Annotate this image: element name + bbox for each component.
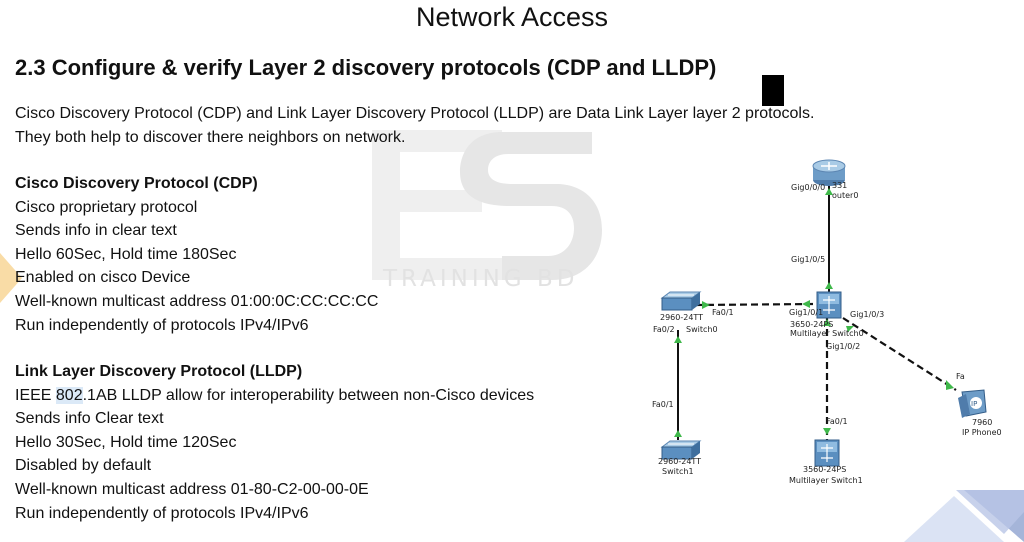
cdp-line: Run independently of protocols IPv4/IPv6 bbox=[15, 316, 309, 334]
multilayer-switch-icon bbox=[814, 439, 840, 467]
ms0-name-label: Multilayer Switch0 bbox=[790, 329, 864, 338]
sw1-name-label: Switch1 bbox=[662, 467, 694, 476]
cdp-line: Cisco proprietary protocol bbox=[15, 198, 198, 216]
sw1-model-label: 2960-24TT bbox=[658, 457, 702, 466]
black-marker bbox=[762, 75, 784, 106]
switch-icon bbox=[660, 440, 702, 460]
phone-name-label: IP Phone0 bbox=[962, 428, 1002, 437]
decor-triangles bbox=[904, 490, 1024, 542]
router-port-label: Gig0/0/0 bbox=[791, 183, 826, 192]
sw0-port-label: Fa0/1 bbox=[712, 308, 734, 317]
sw0-port-sw1-label: Fa0/2 bbox=[653, 325, 675, 334]
link-status-markers bbox=[674, 188, 954, 437]
router-name-b: outer0 bbox=[832, 191, 859, 200]
ms1-model-label: 3560-24PS bbox=[803, 465, 847, 474]
lldp-line: Well-known multicast address 01-80-C2-00… bbox=[15, 480, 369, 498]
ms1-port-label: Fa0/1 bbox=[826, 417, 848, 426]
intro-paragraph: Cisco Discovery Protocol (CDP) and Link … bbox=[15, 102, 814, 150]
link-ms0-phone bbox=[842, 317, 957, 391]
lldp-line: Disabled by default bbox=[15, 457, 152, 475]
lldp-title: Link Layer Discovery Protocol (LLDP) bbox=[15, 363, 303, 380]
cdp-line: Well-known multicast address 01:00:0C:CC… bbox=[15, 292, 379, 310]
ms0-model-label: 3650-24PS bbox=[790, 320, 834, 329]
multilayer-switch-icon bbox=[816, 291, 842, 319]
watermark-text: TRAINING BD bbox=[383, 266, 579, 292]
phone-ip-badge: IP bbox=[971, 400, 977, 408]
section-heading: 2.3 Configure & verify Layer 2 discovery… bbox=[15, 55, 717, 80]
link-sw0-ms0 bbox=[695, 302, 817, 307]
cdp-section: Cisco Discovery Protocol (CDP) Cisco pro… bbox=[15, 172, 378, 337]
link-port-label: Gig1/0/5 bbox=[791, 255, 826, 264]
lldp-section: Link Layer Discovery Protocol (LLDP) IEE… bbox=[15, 360, 534, 525]
phone-port-label: Fa bbox=[956, 372, 965, 381]
text-highlight: 802 bbox=[55, 386, 83, 404]
slide-title: Network Access bbox=[415, 2, 609, 32]
cdp-line: Enabled on cisco Device bbox=[15, 269, 191, 287]
network-topology: IP Gig0/0/0 331 outer0 Gig1/0/5 Fa0/1 Gi… bbox=[640, 150, 1024, 490]
watermark-logo bbox=[372, 130, 602, 280]
lldp-line: IEEE 802.1AB LLDP allow for interoperabi… bbox=[15, 384, 534, 408]
intro-line: Cisco Discovery Protocol (CDP) and Link … bbox=[15, 105, 815, 122]
ms0-port-phone-label: Gig1/0/3 bbox=[850, 310, 885, 319]
lldp-line: Sends info Clear text bbox=[15, 410, 164, 428]
lldp-line-prefix: IEEE bbox=[15, 386, 56, 404]
router-name-a: 331 bbox=[832, 181, 848, 190]
topology-canvas: IP bbox=[660, 159, 987, 467]
sw0-model-label: 2960-24TT bbox=[660, 313, 704, 322]
ms1-name-label: Multilayer Switch1 bbox=[789, 476, 863, 485]
lldp-line: Run independently of protocols IPv4/IPv6 bbox=[15, 504, 309, 522]
lldp-line: Hello 30Sec, Hold time 120Sec bbox=[15, 433, 237, 451]
ip-phone-icon: IP bbox=[958, 389, 987, 418]
cdp-line: Hello 60Sec, Hold time 180Sec bbox=[15, 245, 237, 263]
lldp-line-suffix: .1AB LLDP allow for interoperability bet… bbox=[82, 386, 535, 404]
switch-icon bbox=[660, 291, 702, 311]
sw1-port-label: Fa0/1 bbox=[652, 400, 674, 409]
phone-model-label: 7960 bbox=[972, 418, 993, 427]
ms0-port-ms1-label: Gig1/0/2 bbox=[826, 342, 861, 351]
decor-diamond bbox=[0, 253, 22, 303]
ms0-port-label: Gig1/0/1 bbox=[789, 308, 824, 317]
sw0-name-label: Switch0 bbox=[686, 325, 718, 334]
intro-line: They both help to discover there neighbo… bbox=[15, 129, 406, 146]
cdp-title: Cisco Discovery Protocol (CDP) bbox=[15, 175, 258, 192]
router-icon bbox=[812, 159, 846, 186]
cdp-line: Sends info in clear text bbox=[15, 222, 177, 240]
